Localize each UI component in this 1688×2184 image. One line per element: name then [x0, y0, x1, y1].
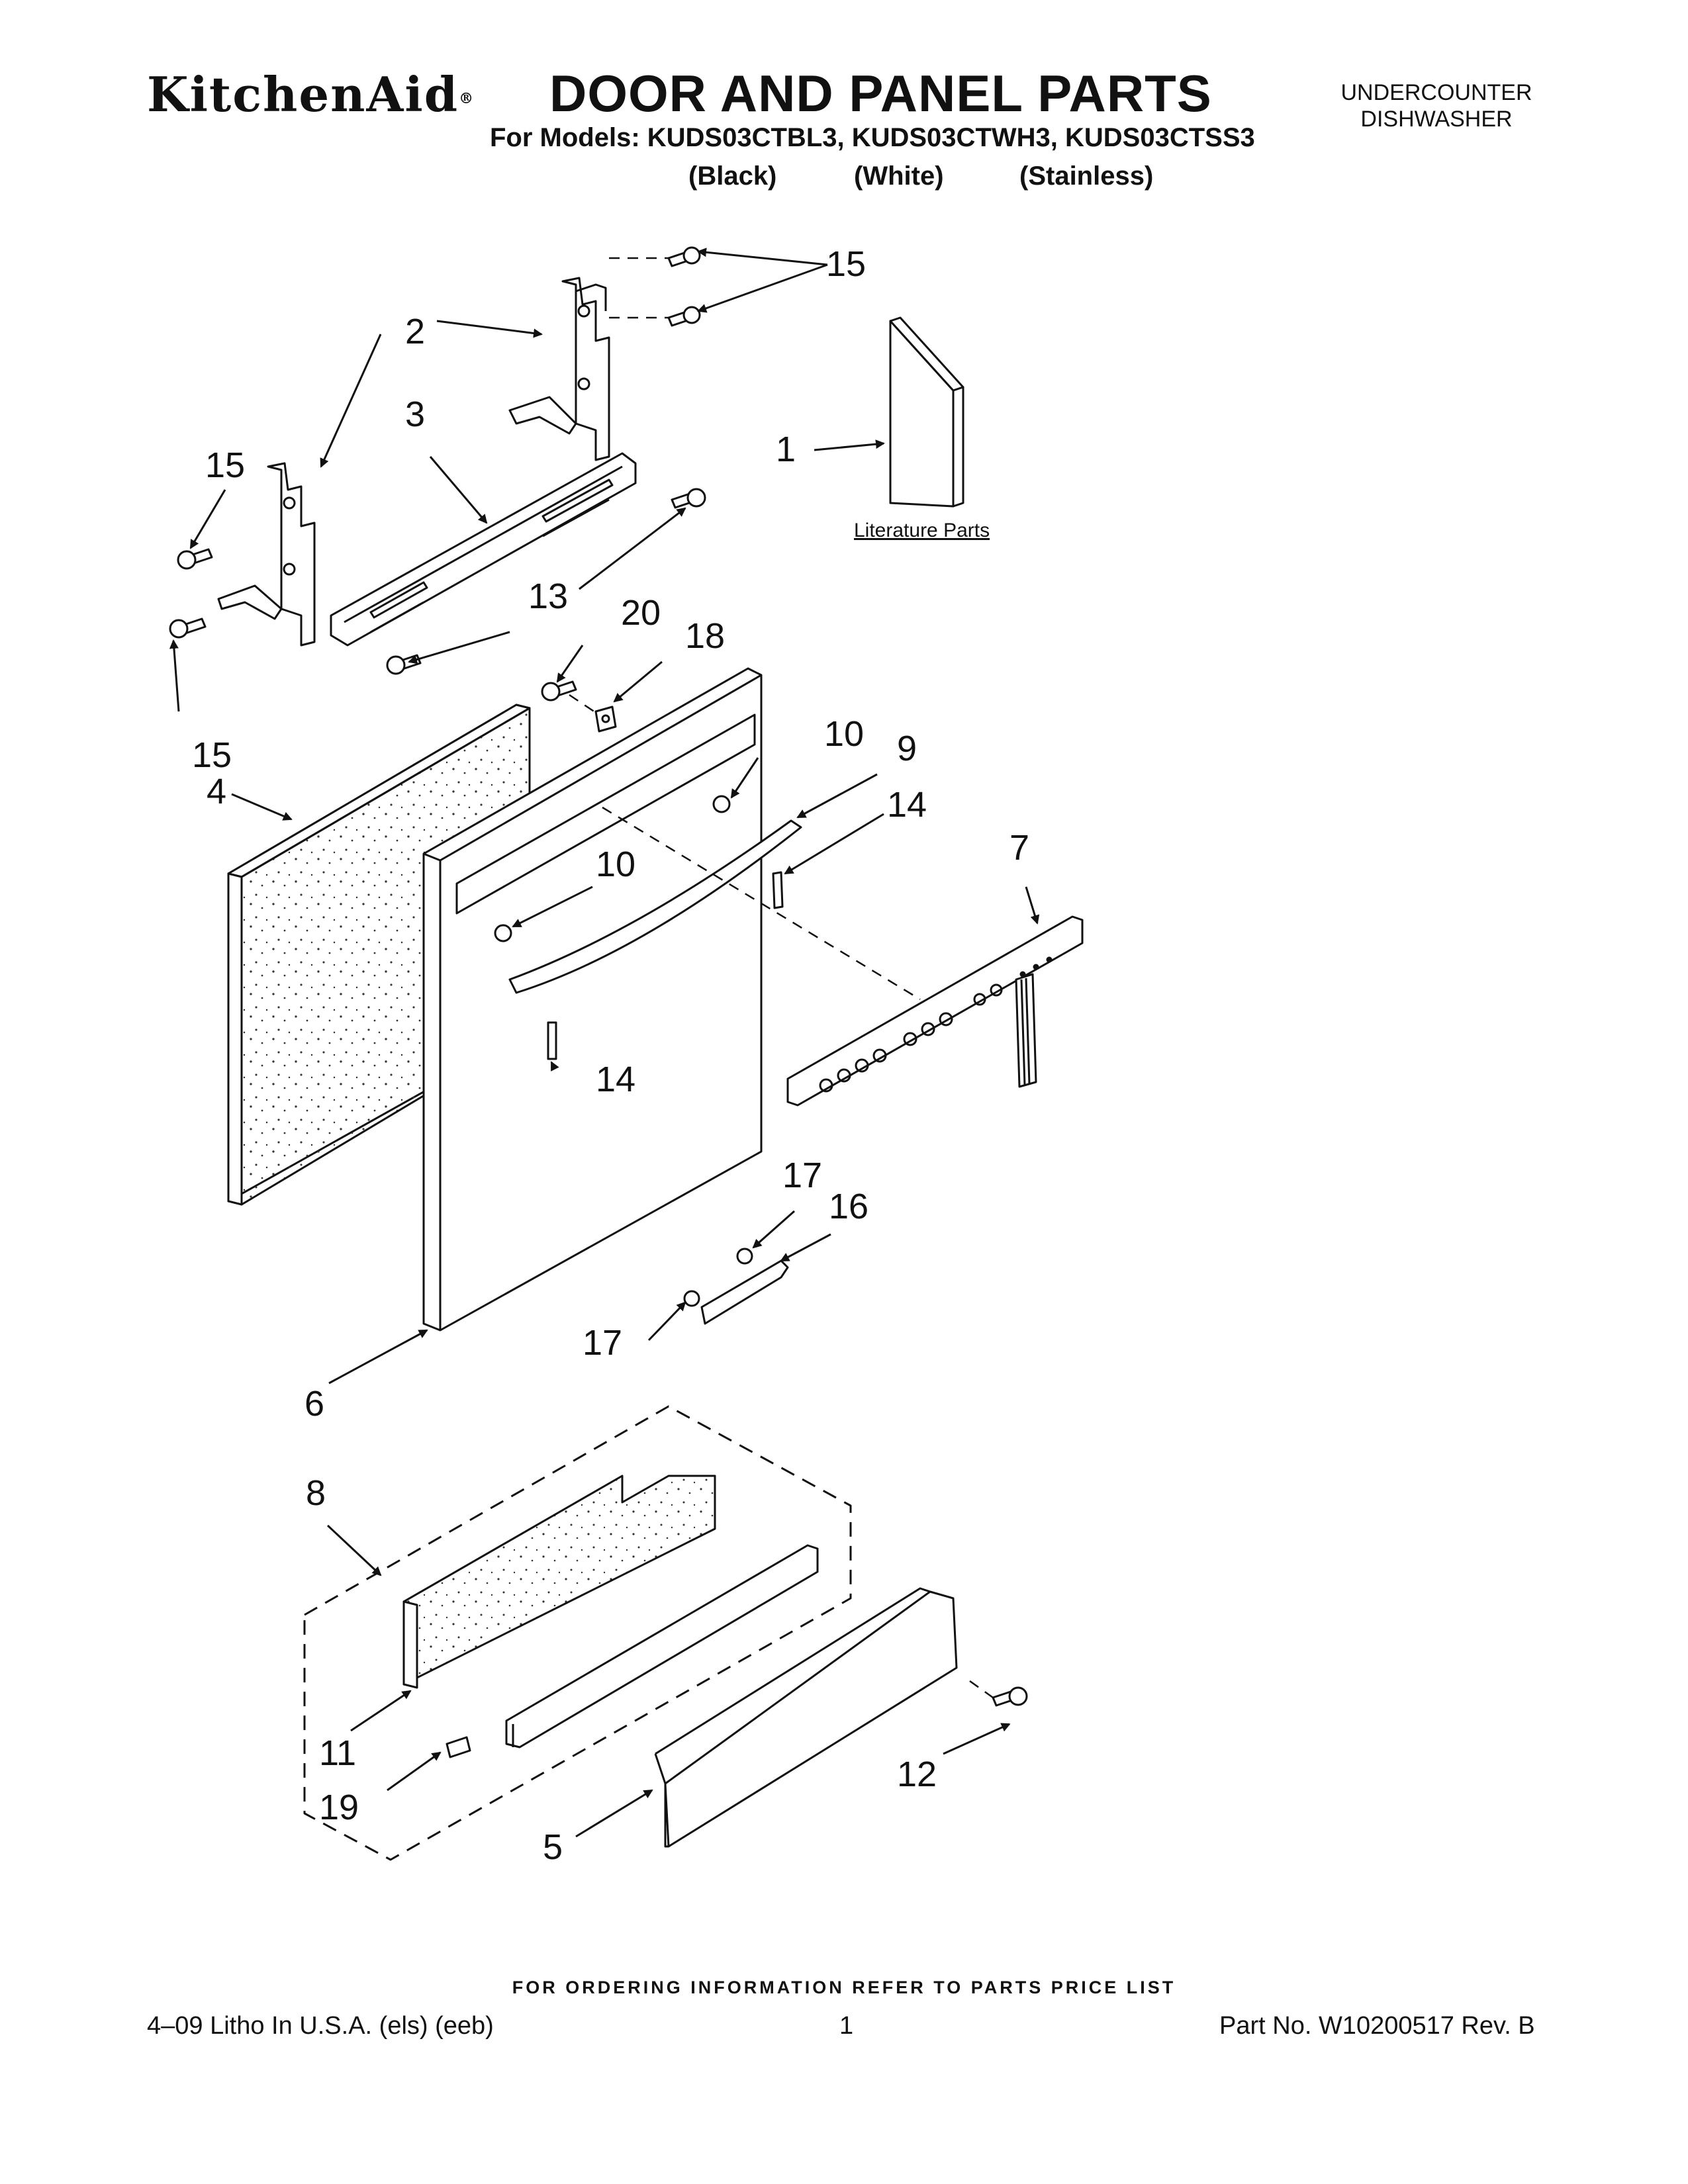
toe-panel-assembly-outline	[303, 1405, 852, 1861]
category-line-2: DISHWASHER	[1360, 107, 1513, 132]
callout-10-left: 10	[596, 844, 636, 884]
clip-18	[594, 705, 617, 733]
callout-3: 3	[405, 394, 426, 434]
appliance-category: UNDERCOUNTER DISHWASHER	[1317, 79, 1556, 132]
callout-5: 5	[543, 1827, 563, 1867]
toe-panel-insulation	[402, 1475, 716, 1689]
door-mounting-bracket-right	[508, 277, 610, 461]
callout-15-left-upper: 15	[205, 445, 246, 485]
callout-7: 7	[1009, 828, 1030, 868]
models-line: For Models: KUDS03CTBL3, KUDS03CTWH3, KU…	[490, 123, 1255, 152]
callout-4: 4	[207, 772, 227, 811]
handle-screw-14-right	[772, 871, 784, 909]
screw-15-left-b	[169, 617, 207, 639]
page-number: 1	[839, 2012, 854, 2040]
ordering-note: FOR ORDERING INFORMATION REFER TO PARTS …	[512, 1978, 1176, 1997]
callout-1: 1	[776, 430, 796, 469]
screw-20	[541, 680, 577, 702]
callout-17-lower: 17	[583, 1323, 623, 1363]
literature-booklet	[889, 316, 964, 508]
screw-13-right	[671, 488, 706, 509]
color-stainless: (Stainless)	[1019, 161, 1154, 191]
brand-logo: KitchenAid®	[147, 66, 475, 122]
nameplate-badge	[700, 1259, 789, 1325]
part-number: Part No. W10200517 Rev. B	[1219, 2012, 1535, 2040]
outer-door-panel	[422, 667, 763, 1332]
callout-11: 11	[319, 1733, 357, 1773]
callout-14-right: 14	[887, 785, 927, 825]
lower-access-panel	[654, 1587, 958, 1848]
door-handle	[494, 795, 802, 994]
screw-15-upper-b	[667, 306, 701, 327]
callout-12: 12	[897, 1754, 937, 1794]
brand-name: KitchenAid	[147, 66, 459, 122]
door-mounting-bracket-left	[217, 462, 316, 647]
callout-13: 13	[528, 576, 569, 616]
callout-17-upper: 17	[782, 1156, 823, 1195]
callout-2: 2	[405, 312, 426, 351]
callout-10-right: 10	[824, 714, 865, 754]
callout-15-upper: 15	[826, 244, 867, 284]
clip-19	[445, 1736, 471, 1758]
literature-parts-label: Literature Parts	[854, 520, 990, 541]
screw-13-left	[386, 654, 422, 675]
brand-registered-mark: ®	[459, 90, 475, 107]
color-white: (White)	[854, 161, 944, 191]
control-console	[786, 915, 1084, 1107]
callout-19: 19	[319, 1788, 359, 1827]
mounting-channel	[330, 452, 637, 647]
callout-14-left: 14	[596, 1060, 636, 1099]
callout-9: 9	[897, 729, 917, 768]
door-insulation-panel	[227, 704, 531, 1206]
nut-17-upper	[736, 1248, 753, 1265]
callout-18: 18	[685, 616, 726, 656]
category-line-1: UNDERCOUNTER	[1340, 80, 1532, 105]
handle-screw-14-left	[547, 1021, 557, 1060]
callout-20: 20	[621, 593, 661, 633]
callout-8: 8	[306, 1473, 326, 1513]
callout-6: 6	[305, 1384, 325, 1424]
color-black: (Black)	[688, 161, 777, 191]
screw-15-upper-a	[667, 246, 701, 267]
litho-line: 4–09 Litho In U.S.A. (els) (eeb)	[147, 2012, 494, 2040]
toe-panel-rail	[505, 1544, 819, 1749]
callout-16: 16	[829, 1187, 869, 1226]
screw-15-left-a	[177, 548, 213, 570]
callout-15-left-lower: 15	[192, 735, 232, 775]
nut-17-lower	[683, 1290, 700, 1307]
screw-12	[992, 1686, 1028, 1707]
page-title: DOOR AND PANEL PARTS	[549, 64, 1212, 122]
